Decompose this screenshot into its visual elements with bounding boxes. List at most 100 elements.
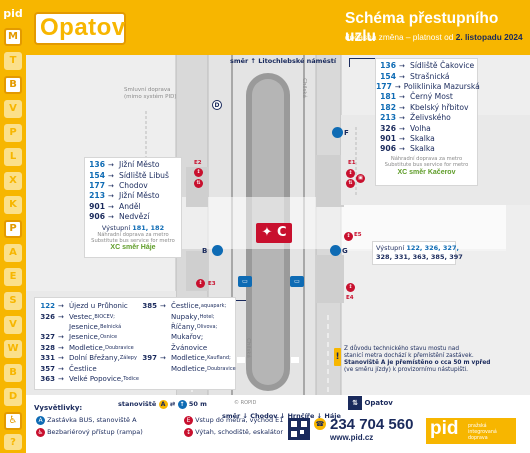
route-number: 901 (380, 133, 396, 143)
arrow-icon: → (399, 114, 405, 123)
route-destination: Újezd u Průhonic (69, 302, 128, 311)
route-destination: Žvánovice (171, 343, 208, 352)
route-destination: Modletice, (171, 364, 208, 373)
arrow-icon: → (58, 354, 64, 363)
route-destination-detail: Kaufland; (207, 355, 231, 362)
route-row: 177→Chodov (85, 181, 181, 191)
route-destination: Skalka (410, 133, 435, 143)
route-number: 363 (40, 374, 55, 383)
arrow-icon: → (399, 62, 405, 71)
replacement-note: Smluvní doprava(mimo systém PID) (124, 87, 177, 100)
ramp-legend-icon: ♿ (36, 428, 45, 437)
route-row: 331→Dolní Břežany, Zálepy (35, 353, 141, 363)
legend: Vysvětlivky: A Zastávka BUS, stanoviště … (34, 404, 284, 437)
route-number: 397 (142, 354, 157, 363)
pid-logo: pid (2, 6, 24, 22)
bike-parking-icon: B (4, 364, 22, 382)
route-destination-detail: Zálepy (119, 355, 137, 362)
route-destination: Strašnická (410, 71, 450, 81)
stop-b-dot (212, 245, 223, 256)
park-ride-icon: P (4, 220, 22, 238)
direction-bottom: směr ↓ Chodov ↓ Hrnčíře ↓ Háje (222, 412, 341, 420)
route-destination-detail: aquapark; (200, 303, 227, 310)
arrow-icon: → (108, 181, 114, 190)
route-row: 906→Nedvězí (85, 212, 181, 222)
route-destination: Vestec, (69, 312, 95, 321)
route-destination: Skalka (410, 144, 435, 154)
opatov-sign: ⇅ Opatov (348, 396, 393, 410)
route-row: 213→Želivského (376, 113, 477, 123)
arrow-icon: → (399, 103, 405, 112)
route-destination: Čestlice, (171, 302, 201, 311)
stop-d-marker[interactable]: D (212, 100, 222, 110)
route-destination: Poliklinika Mazurská (403, 81, 480, 91)
route-row: 122→Újezd u Průhonic (35, 301, 141, 311)
arrow-icon: → (160, 354, 166, 363)
route-destination: Jižní Město (119, 160, 160, 170)
route-row: 154→Sídliště Libuš (85, 170, 181, 180)
route-row: 136→Jižní Město (85, 160, 181, 170)
route-destination-detail: Doubravice (105, 344, 134, 351)
route-row: 326→Volha (376, 123, 477, 133)
route-row: Modletice, Doubravice (139, 363, 237, 373)
stop-g-label[interactable]: G (342, 247, 348, 255)
stairs-icon: S (4, 292, 22, 310)
scheme-title: Schéma přestupního uzlu (345, 10, 499, 45)
route-number: 906 (380, 144, 396, 154)
direction-top: směr ↑ Litochlebské náměstí (230, 57, 337, 65)
arrow-icon: → (58, 302, 64, 311)
street-label-bottom: Chilská (244, 338, 251, 358)
train-icon: V (4, 100, 22, 118)
route-destination: Volha (410, 123, 431, 133)
arrow-icon: → (399, 134, 405, 143)
arrow-icon: → (58, 343, 64, 352)
route-destination-detail: BIOCEV; (94, 313, 115, 320)
route-number: 385 (142, 302, 157, 311)
route-row: Jesenice, Belnická (35, 322, 141, 332)
route-number: 213 (89, 191, 105, 201)
scheme-subtitle: dočasná změna – platnost od 2. listopadu… (345, 32, 523, 42)
entrance-block-e1 (316, 155, 344, 207)
route-destination: Modletice, (171, 354, 208, 363)
route-row: 363→Velké Popovice, Todice (35, 374, 141, 384)
arrow-icon: → (399, 124, 405, 133)
route-destination-detail: Belnická (100, 323, 122, 330)
route-destination-detail: Olivova; (196, 323, 218, 330)
phone-icon: ☎ (314, 418, 326, 430)
route-destination: Jižní Město (119, 191, 160, 201)
arrow-icon: → (108, 161, 114, 170)
ropid-copyright: © ROPID (234, 400, 257, 406)
route-row: 213→Jižní Město (85, 191, 181, 201)
route-number: 327 (40, 333, 55, 342)
stop-f-label[interactable]: F (344, 129, 349, 137)
boat-icon: P (4, 124, 22, 142)
route-row: 182→Kbelský hřbitov (376, 103, 477, 113)
route-destination: Nupaky, (171, 312, 200, 321)
stairs-e2-icon: ⇅ (194, 179, 203, 188)
entrance-e4: E4 (346, 295, 354, 301)
route-destination: Čestlice (69, 364, 97, 373)
arrow-icon: → (58, 374, 64, 383)
route-destination-detail: Doubravice (207, 365, 236, 372)
route-destination: Velké Popovice, (69, 374, 124, 383)
walk-note: stanoviště A ⇄ ↑ 50 m (118, 400, 207, 409)
elevator-icon: V (4, 316, 22, 334)
stop-b-label[interactable]: B (202, 247, 208, 255)
route-row: Žvánovice (139, 343, 237, 353)
route-row: Mukařov; (139, 332, 237, 342)
stairs-e1-icon: ⇅ (346, 179, 355, 188)
stop-g-dot (330, 245, 341, 256)
route-number: 177 (376, 81, 392, 91)
route-number: 906 (89, 212, 105, 222)
escalator-e2-icon: ↕ (194, 168, 203, 177)
route-row: 385→Čestlice, aquapark; (139, 301, 237, 311)
escalator-e1-icon: ↕ (346, 169, 355, 178)
route-destination: Kbelský hřbitov (410, 102, 469, 112)
route-number: 136 (380, 61, 396, 71)
contact-web[interactable]: www.pid.cz (330, 433, 374, 442)
contact-phone[interactable]: 234 704 560 (330, 416, 414, 433)
accessibility-icon: A (4, 244, 22, 262)
